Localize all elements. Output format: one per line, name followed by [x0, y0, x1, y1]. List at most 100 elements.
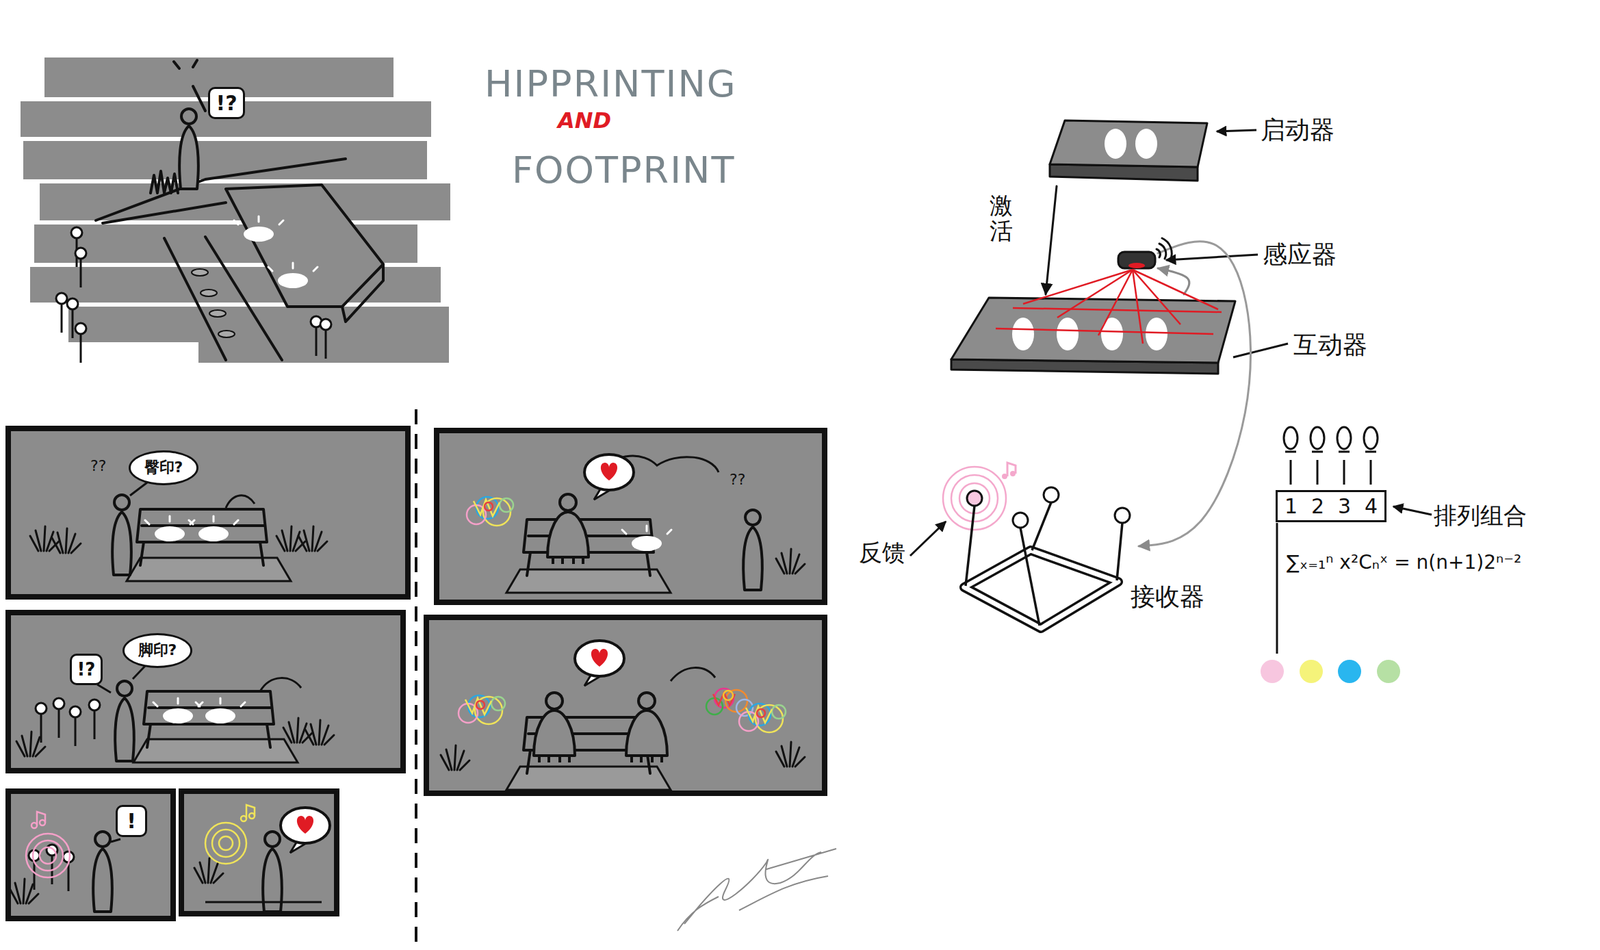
scene-ground [23, 140, 428, 180]
scene-sketch [225, 184, 384, 307]
glowing-footprint [268, 262, 318, 289]
standing-figure [179, 108, 199, 189]
title-word: AND [557, 108, 612, 134]
part-label: 感应器 [1262, 238, 1337, 272]
panel-sketch [145, 515, 195, 542]
color-dot [1260, 659, 1284, 683]
glowing-footprint [234, 216, 284, 242]
panel-sketch [53, 698, 65, 738]
starter-pad: 启动器 [1047, 117, 1212, 187]
lamp-post [56, 292, 68, 333]
panel-sketch [506, 569, 671, 593]
bracket-line [1276, 522, 1279, 654]
speech-bubble: !? [208, 86, 245, 120]
glowing-footprint [218, 330, 235, 338]
scene-sketch [173, 60, 198, 69]
panel-sketch [126, 557, 291, 582]
panel-sketch [69, 706, 81, 746]
panel-sketch [739, 703, 786, 733]
panel-sketch [97, 665, 146, 693]
panel-sketch [440, 745, 470, 770]
panel-sketch [26, 833, 70, 878]
color-dot [1299, 659, 1323, 683]
title-word: HIPPRINTING [484, 62, 738, 106]
panel-sketch [584, 454, 634, 500]
glowing-footprint [191, 268, 209, 276]
panel-sketch [205, 822, 247, 864]
panel-sketch [188, 515, 239, 542]
panel-sketch [133, 739, 298, 763]
connector-arrow [1138, 241, 1251, 547]
panel-sketch [136, 509, 267, 566]
panel-sketch [62, 851, 74, 892]
sensor-device: 感应器 [1115, 247, 1158, 272]
sensor-device [1115, 247, 1158, 272]
combination-box: 1234排列组合 [1275, 489, 1387, 523]
lamp-post [320, 318, 332, 359]
footprint-icon [1337, 427, 1351, 449]
color-dot [1337, 659, 1362, 683]
panel-sketch [218, 836, 233, 850]
bubble-text: !? [77, 659, 96, 680]
panel-sketch [52, 528, 81, 553]
speech-bubble: 脚印? [122, 633, 193, 668]
formula: ∑ₓ₌₁ⁿ x²Cₙˣ = n(n+1)2ⁿ⁻² [1286, 551, 1522, 574]
scene-sketch [342, 264, 384, 322]
connector-arrow [1157, 268, 1190, 295]
comic-panel [8, 791, 174, 919]
receiver-frame [953, 479, 1139, 637]
comic-panel [426, 617, 825, 794]
signature-scribble [677, 848, 837, 931]
panel-sketch [743, 509, 763, 590]
speech-bubble: 臀印? [128, 450, 200, 486]
confusion-mark: ?? [729, 470, 746, 488]
panel-sketch [112, 494, 132, 575]
starter-pad [1047, 117, 1212, 187]
panel-sketch [88, 699, 100, 740]
panel-sketch [506, 766, 671, 790]
footprint-icon [1285, 450, 1377, 454]
table-cell: 2 [1304, 494, 1332, 519]
edge-label: 激活 [989, 192, 1013, 245]
leader-line [910, 130, 1432, 556]
scene-sketch [192, 86, 206, 111]
panel-sketch [26, 833, 70, 878]
part-label: 启动器 [1260, 113, 1335, 148]
leader-line [1233, 343, 1288, 358]
panel-divider [414, 409, 418, 946]
title-word: FOOTPRINT [511, 149, 735, 192]
panel-sketch [280, 807, 330, 853]
scene-sketch [95, 60, 384, 360]
table-cell: 3 [1331, 494, 1358, 519]
comic-panel [8, 612, 404, 771]
scene-sketch [102, 202, 226, 224]
speech-bubble: !? [69, 653, 104, 686]
panel-sketch [93, 831, 113, 912]
panel-sketch [466, 496, 514, 526]
footprint-icon [1310, 427, 1325, 449]
panel-sketch [240, 804, 255, 822]
panel-sketch [622, 525, 672, 551]
panel-sketch [574, 640, 625, 686]
standing-figure [179, 108, 199, 189]
table-cell: 1 [1277, 494, 1305, 519]
panel-sketch [533, 692, 575, 763]
panel-sketch [30, 526, 59, 551]
part-label: 互动器 [1293, 328, 1368, 363]
color-dot [1260, 659, 1401, 683]
part-label: 排列组合 [1433, 500, 1527, 532]
part-label: 反馈 [858, 539, 906, 566]
panel-sketch [130, 482, 148, 496]
panel-sketch [110, 839, 121, 842]
panel-sketch [9, 878, 39, 904]
panel-sketch [298, 526, 328, 551]
scene-sketch [150, 171, 178, 193]
leader-line [910, 521, 946, 556]
panel-sketch [31, 811, 46, 829]
footprint-icon [1363, 427, 1378, 449]
leader-line [1166, 254, 1258, 261]
panel-sketch [9, 454, 805, 912]
comic-panel [181, 791, 337, 914]
leader-line [1393, 506, 1432, 515]
